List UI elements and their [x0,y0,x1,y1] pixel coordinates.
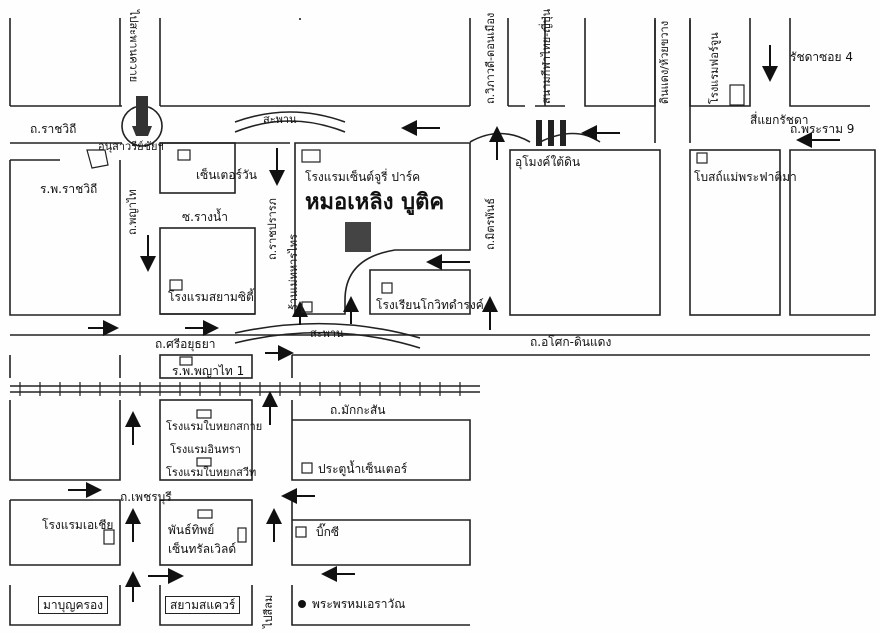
road-rama9: ถ.พระราม 9 [790,122,855,136]
bridge-label-top: สะพาน [263,113,297,126]
landmark-central-world: เซ็นทรัลเวิลด์ [168,542,237,556]
road-rangnam: ซ.รางน้ำ [182,210,228,224]
landmark-mbk: มาบุญครอง [38,596,109,614]
landmark-fortune-hotel: โรงแรมฟอร์จูน [708,32,721,104]
victory-monument-icon [132,96,152,136]
landmark-erawan-shrine: พระพรหมเอราวัณ [312,597,406,611]
landmark-rajavithi-hospital: ร.พ.ราชวิถี [40,182,98,196]
landmark-victory-monument: อนุสาวรีย์ชัยฯ [98,140,164,153]
road-asoke-dindaeng: ถ.อโศก-ดินแดง [530,335,612,349]
erawan-dot-icon [298,600,306,608]
landmark-indra-hotel: โรงแรมอินทรา [170,443,241,456]
landmark-baiyoke-suite: โรงแรมใบหยกสวีท [166,466,257,479]
direction-silom: ไปสีลม [262,594,275,628]
landmark-siam-city: โรงแรมสยามซิตี้ [168,290,254,304]
road-ratchaprarop: ถ.ราชปรารภ [266,198,279,260]
road-vibhavadi: ถ.วิภาวดี-ดอนเมือง [484,12,497,104]
landmark-pratunam-center: ประตูน้ำเซ็นเตอร์ [318,462,408,476]
road-ratchada-soi4: รัชดาซอย 4 [790,50,853,64]
landmark-shop: ร้านเม่ทหารไทร [287,234,300,310]
landmark-asia-hotel: โรงแรมเอเชีย [42,518,114,532]
road-mitrphan: ถ.มิตรพันธ์ [484,198,497,250]
landmark-thai-japan-stadium: สนามกีฬาไทย-ญี่ปุ่น [540,8,553,104]
landmark-siam-square: สยามสแควร์ [165,596,241,614]
clinic-name: หมอเหลิง บูติค [305,190,445,215]
direction-saphan-khwai: ไปสะพานควาย [127,10,140,83]
landmark-ratchada-intersection: สี่แยกรัชดา [750,113,809,127]
road-phayathai: ถ.พญาไท [126,189,139,235]
landmark-pantip: พันธ์ทิพย์ [168,523,215,537]
road-sri-ayutthaya: ถ.ศรีอยุธยา [155,337,216,351]
landmark-big-c: บิ๊กซี [316,525,340,539]
bridge-label-bottom: สะพาน [310,327,344,340]
landmark-phayathai1-hospital: ร.พ.พญาไท 1 [172,364,245,378]
landmark-center-one: เซ็นเตอร์วัน [196,168,257,182]
road-makkasan: ถ.มักกะสัน [330,403,386,417]
landmark-school: โรงเรียนโกวิทดำรงค์ [376,298,484,312]
landmark-baiyoke-sky: โรงแรมใบหยกสกาย [166,420,263,433]
road-ratchawithi: ถ.ราชวิถี [30,122,77,136]
clinic-building-icon [345,222,371,252]
road-dindaeng-huaykhwang: ดินแดง/ห้วยขวาง [658,20,671,104]
landmark-underpass: อุโมงค์ใต้ดิน [515,155,581,169]
landmark-century-park: โรงแรมเซ็นต์จูรี่ ปาร์ค [305,170,421,184]
landmark-fatima-church: โบสถ์แม่พระฟาติมา [694,170,797,184]
road-phetchaburi: ถ.เพชรบุรี [120,490,172,504]
traffic-arrows [68,45,840,602]
